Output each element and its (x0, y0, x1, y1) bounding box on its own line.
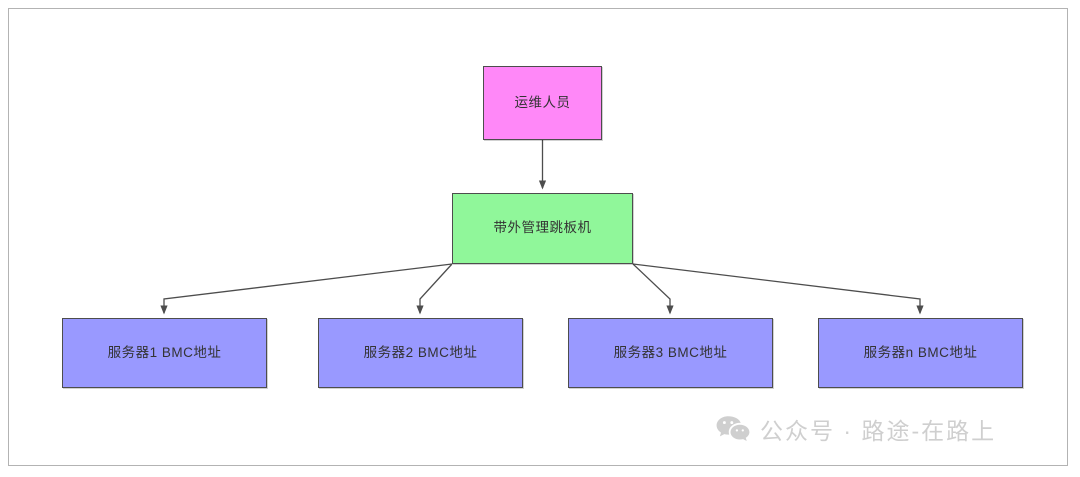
watermark: 公众号 · 路途-在路上 (716, 412, 996, 446)
node-server-3-label: 服务器3 BMC地址 (613, 344, 728, 360)
wechat-icon (716, 414, 750, 444)
node-server-n[interactable]: 服务器n BMC地址 (818, 318, 1023, 388)
node-jump-server[interactable]: 带外管理跳板机 (452, 193, 633, 264)
node-ops-personnel[interactable]: 运维人员 (483, 66, 602, 140)
watermark-text: 公众号 · 路途-在路上 (760, 418, 997, 444)
node-ops-personnel-label: 运维人员 (514, 94, 571, 110)
node-server-2-label: 服务器2 BMC地址 (363, 344, 478, 360)
node-server-3[interactable]: 服务器3 BMC地址 (568, 318, 773, 388)
node-server-n-label: 服务器n BMC地址 (863, 344, 978, 360)
node-jump-server-label: 带外管理跳板机 (493, 220, 592, 236)
node-server-1-label: 服务器1 BMC地址 (107, 344, 222, 360)
node-server-2[interactable]: 服务器2 BMC地址 (318, 318, 523, 388)
node-server-1[interactable]: 服务器1 BMC地址 (62, 318, 267, 388)
